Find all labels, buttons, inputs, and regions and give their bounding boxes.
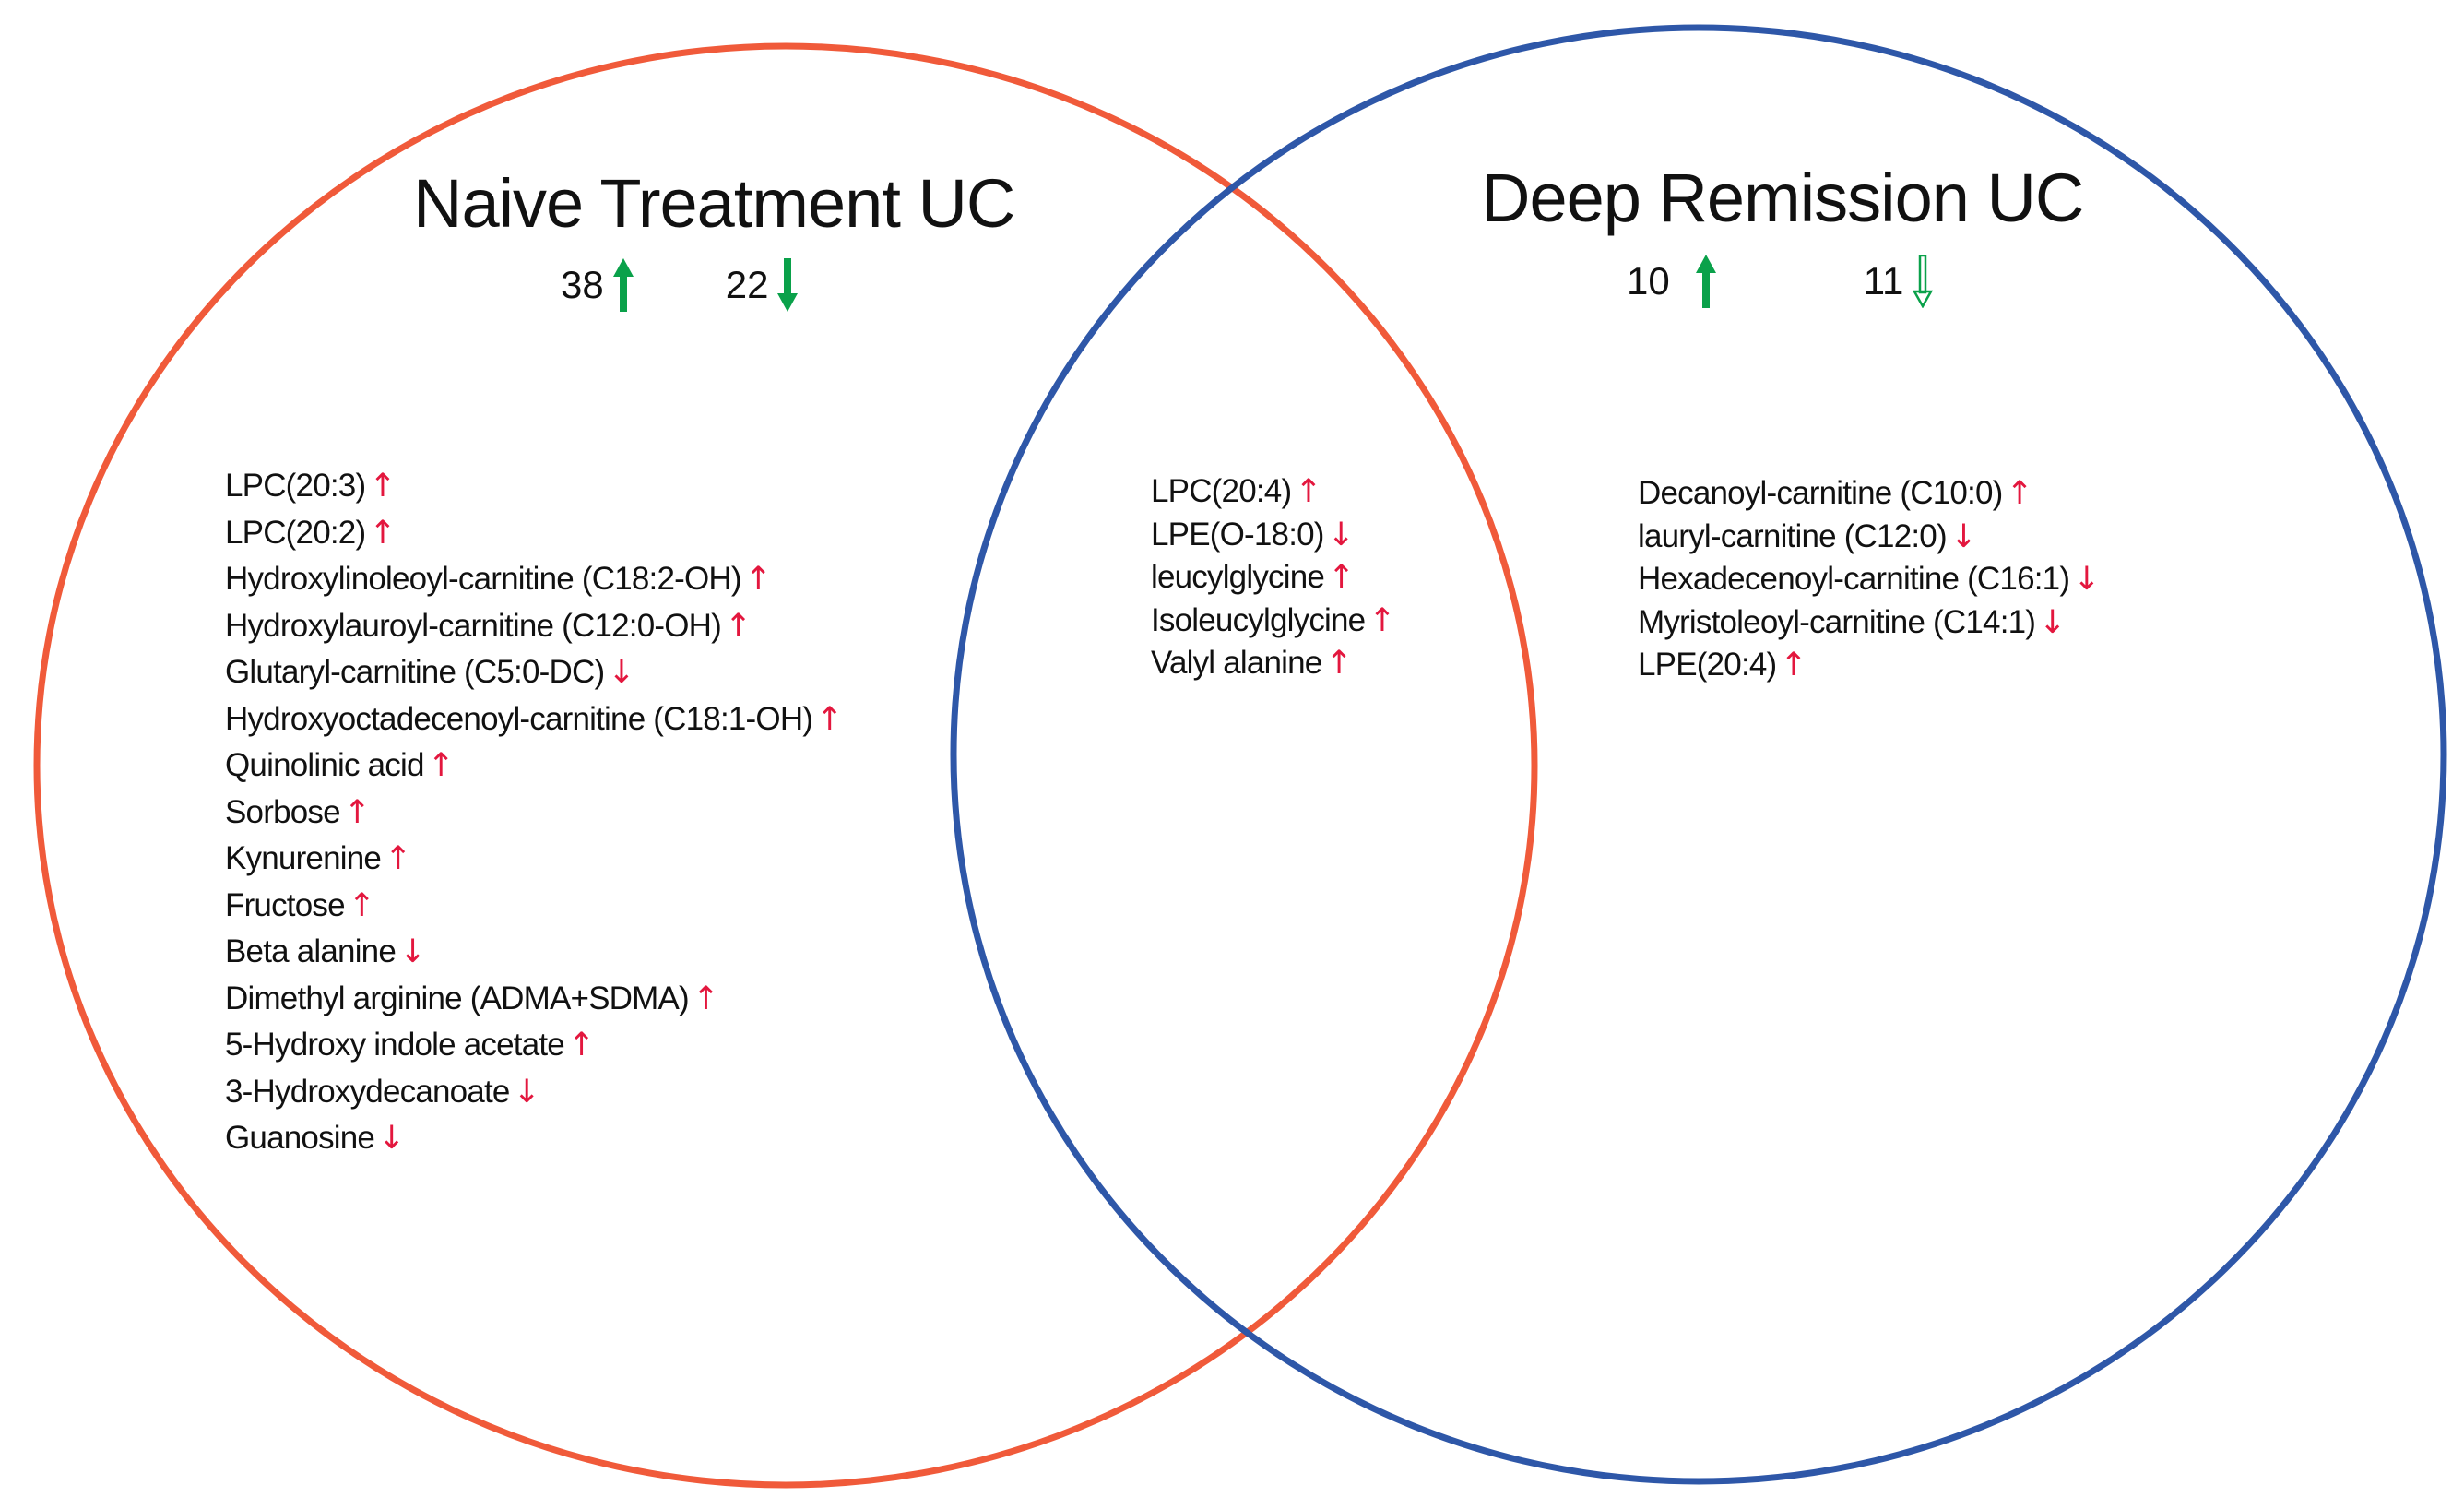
arrow-down-icon: ↓ xyxy=(1949,517,1977,555)
metabolite-item: Myristoleoyl-carnitine (C14:1)↓ xyxy=(1638,601,2100,645)
arrow-up-icon xyxy=(612,258,634,312)
arrow-down-icon: ↓ xyxy=(1327,516,1355,553)
naive-down-count: 22 xyxy=(726,258,799,312)
naive-up-count: 38 xyxy=(561,258,634,312)
metabolite-item: leucylglycine↑ xyxy=(1151,556,1395,600)
metabolite-name: LPE(20:4) xyxy=(1638,647,1777,683)
arrow-down-icon: ↓ xyxy=(608,654,634,691)
remission-only-metabolite-list: Decanoyl-carnitine (C10:0)↑lauryl-carnit… xyxy=(1638,472,2101,687)
naive-treatment-title: Naive Treatment UC xyxy=(413,165,1015,242)
metabolite-name: Hydroxylauroyl-carnitine (C12:0-OH) xyxy=(225,607,722,644)
metabolite-name: LPC(20:3) xyxy=(225,468,366,504)
metabolite-item: Fructose↑ xyxy=(225,883,843,930)
metabolite-item: 5-Hydroxy indole acetate↑ xyxy=(225,1022,843,1069)
metabolite-name: Fructose xyxy=(225,886,346,923)
metabolite-item: Isoleucylglycine↑ xyxy=(1151,600,1396,643)
metabolite-item: Guanosine↓ xyxy=(225,1115,843,1162)
arrow-down-icon xyxy=(777,258,799,312)
arrow-up-icon: ↑ xyxy=(348,886,375,924)
metabolite-name: Glutaryl-carnitine (C5:0-DC) xyxy=(225,654,605,690)
metabolite-name: Dimethyl arginine (ADMA+SDMA) xyxy=(225,980,690,1016)
naive-only-metabolite-list: LPC(20:3)↑LPC(20:2)↑Hydroxylinoleoyl-car… xyxy=(225,463,843,1162)
metabolite-name: Hydroxyoctadecenoyl-carnitine (C18:1-OH) xyxy=(225,700,813,737)
metabolite-item: Decanoyl-carnitine (C10:0)↑ xyxy=(1638,472,2100,516)
arrow-up-icon: ↑ xyxy=(1295,473,1321,510)
metabolite-item: LPC(20:2)↑ xyxy=(225,510,843,557)
shared-metabolite-list: LPC(20:4)↑LPE(O-18:0)↓leucylglycine↑Isol… xyxy=(1151,470,1396,685)
naive-up-count-value: 38 xyxy=(561,263,604,306)
metabolite-item: LPE(O-18:0)↓ xyxy=(1151,514,1395,557)
metabolite-item: Sorbose↑ xyxy=(225,790,843,837)
naive-treatment-counts: 38 22 xyxy=(561,258,799,312)
deep-remission-title: Deep Remission UC xyxy=(1481,160,2084,236)
arrow-up-icon: ↑ xyxy=(744,561,772,598)
arrow-up-icon: ↑ xyxy=(369,514,396,552)
arrow-up-icon: ↑ xyxy=(1325,645,1352,682)
arrow-down-icon: ↓ xyxy=(378,1120,405,1157)
deep-remission-counts: 10 11 xyxy=(1627,255,1934,308)
metabolite-item: Kynurenine↑ xyxy=(225,836,843,883)
naive-down-count-value: 22 xyxy=(725,263,769,306)
arrow-up-icon: ↑ xyxy=(1780,647,1807,683)
metabolite-item: Valyl alanine↑ xyxy=(1151,642,1395,685)
metabolite-item: lauryl-carnitine (C12:0)↓ xyxy=(1638,516,2100,559)
arrow-up-icon: ↑ xyxy=(369,468,396,505)
arrow-up-icon: ↑ xyxy=(567,1027,595,1063)
naive-treatment-circle xyxy=(33,42,1538,1489)
metabolite-item: Hydroxyoctadecenoyl-carnitine (C18:1-OH)… xyxy=(225,696,843,743)
metabolite-item: Hydroxylinoleoyl-carnitine (C18:2-OH)↑ xyxy=(225,556,843,603)
metabolite-name: Kynurenine xyxy=(225,840,382,876)
arrow-up-icon: ↑ xyxy=(725,607,752,645)
metabolite-name: Hydroxylinoleoyl-carnitine (C18:2-OH) xyxy=(225,561,742,597)
arrow-up-icon: ↑ xyxy=(1368,601,1395,639)
metabolite-name: Quinolinic acid xyxy=(225,747,424,783)
remission-down-count-value: 11 xyxy=(1863,259,1904,303)
deep-remission-circle xyxy=(950,24,2447,1485)
metabolite-item: Hydroxylauroyl-carnitine (C12:0-OH)↑ xyxy=(225,603,843,650)
metabolite-item: LPE(20:4)↑ xyxy=(1638,644,2100,687)
metabolite-name: lauryl-carnitine (C12:0) xyxy=(1638,517,1948,554)
metabolite-name: Isoleucylglycine xyxy=(1151,601,1366,638)
metabolite-item: 3-Hydroxydecanoate↓ xyxy=(225,1069,843,1116)
metabolite-item: Glutaryl-carnitine (C5:0-DC)↓ xyxy=(225,649,843,696)
metabolite-item: Hexadecenoyl-carnitine (C16:1)↓ xyxy=(1638,558,2101,601)
arrow-down-icon: ↓ xyxy=(2039,603,2066,641)
arrow-up-icon: ↑ xyxy=(1328,559,1355,596)
metabolite-name: Myristoleoyl-carnitine (C14:1) xyxy=(1638,603,2036,640)
arrow-down-icon: ↓ xyxy=(2073,561,2100,598)
arrow-up-icon xyxy=(1695,255,1716,308)
remission-up-count-value: 10 xyxy=(1627,259,1670,303)
metabolite-name: Valyl alanine xyxy=(1151,645,1322,681)
metabolite-item: LPC(20:3)↑ xyxy=(225,463,843,510)
metabolite-name: Beta alanine xyxy=(225,933,397,969)
arrow-up-icon: ↑ xyxy=(692,980,719,1017)
remission-down-count: 11 xyxy=(1864,255,1934,308)
metabolite-name: 5-Hydroxy indole acetate xyxy=(225,1027,565,1063)
arrow-up-icon: ↑ xyxy=(2006,475,2033,512)
metabolite-name: Sorbose xyxy=(225,793,341,830)
remission-up-count: 10 xyxy=(1627,255,1716,308)
metabolite-item: LPC(20:4)↑ xyxy=(1151,470,1395,514)
metabolite-item: Beta alanine↓ xyxy=(225,929,843,976)
metabolite-name: Hexadecenoyl-carnitine (C16:1) xyxy=(1638,561,2070,597)
arrow-up-icon: ↑ xyxy=(816,700,843,738)
arrow-down-icon: ↓ xyxy=(399,933,426,970)
arrow-down-icon: ↓ xyxy=(513,1073,540,1111)
metabolite-name: Guanosine xyxy=(225,1120,375,1156)
metabolite-name: Decanoyl-carnitine (C10:0) xyxy=(1638,475,2003,511)
metabolite-item: Quinolinic acid↑ xyxy=(225,743,843,790)
metabolite-name: 3-Hydroxydecanoate xyxy=(225,1073,510,1110)
metabolite-item: Dimethyl arginine (ADMA+SDMA)↑ xyxy=(225,976,843,1023)
arrow-down-outline-icon xyxy=(1913,255,1934,308)
arrow-up-icon: ↑ xyxy=(343,793,371,831)
metabolite-name: leucylglycine xyxy=(1151,559,1325,595)
metabolite-name: LPC(20:4) xyxy=(1151,473,1292,509)
arrow-up-icon: ↑ xyxy=(385,840,411,877)
metabolite-name: LPC(20:2) xyxy=(225,514,366,551)
arrow-up-icon: ↑ xyxy=(427,747,455,784)
metabolite-name: LPE(O-18:0) xyxy=(1151,516,1324,553)
